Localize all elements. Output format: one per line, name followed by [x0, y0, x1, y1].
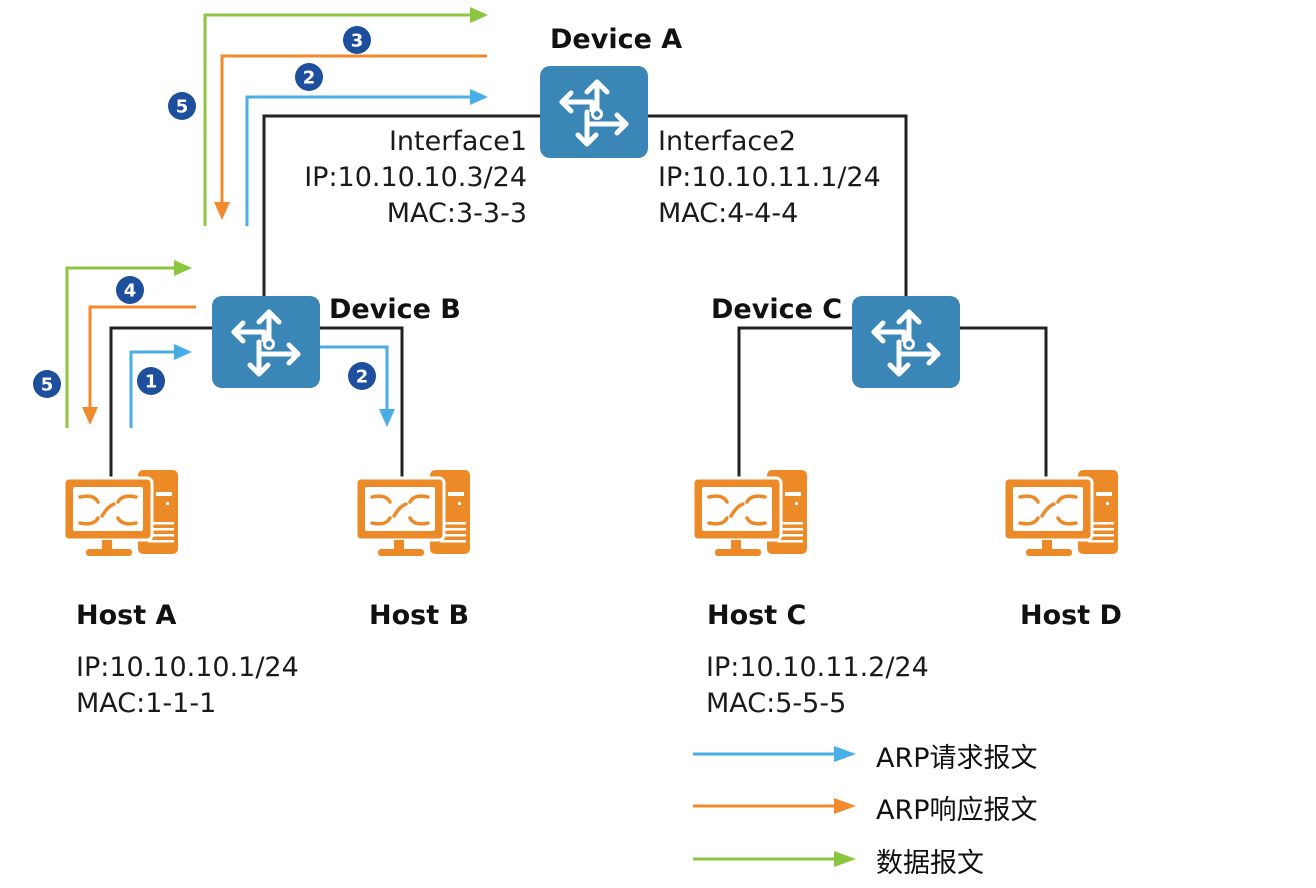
device-b-label: Device B [329, 294, 461, 325]
step-badge: 5 [168, 92, 196, 120]
flow-data-a-to-b [65, 266, 176, 428]
host-b-label: Host B [369, 600, 470, 631]
host-a-label: Host A [76, 600, 177, 631]
interface2-ip: IP:10.10.11.1/24 [658, 162, 881, 193]
step-badge: 4 [116, 276, 144, 304]
interface2-info: Interface2 IP:10.10.11.1/24 MAC:4-4-4 [658, 124, 881, 232]
flow-request-b-to-hostB [318, 345, 389, 412]
legend-swatch-data [693, 851, 856, 867]
svg-text:4: 4 [124, 281, 137, 302]
step-badge: 2 [348, 362, 376, 390]
arrowhead [470, 7, 488, 23]
arrowhead [379, 409, 395, 427]
legend-label-data: 数据报文 [876, 848, 984, 879]
host-c-pc-icon[interactable] [691, 468, 809, 558]
link-deviceC-hostD [958, 326, 1048, 478]
host-a-ip: IP:10.10.10.1/24 [76, 652, 299, 683]
interface1-info: Interface1 IP:10.10.10.3/24 MAC:3-3-3 [300, 124, 527, 232]
legend-label-arp-reply: ARP响应报文 [876, 795, 1038, 826]
host-a-info: IP:10.10.10.1/24 MAC:1-1-1 [76, 650, 299, 722]
flow-request-b-to-a [245, 95, 472, 226]
host-a-pc-icon[interactable] [62, 468, 180, 558]
arrowhead [214, 202, 230, 220]
host-b-pc-icon[interactable] [354, 468, 472, 558]
host-a-mac: MAC:1-1-1 [76, 688, 217, 719]
svg-text:5: 5 [41, 375, 54, 396]
device-c-router-icon[interactable] [852, 296, 960, 388]
host-d-label: Host D [1020, 600, 1122, 631]
interface1-name: Interface1 [388, 126, 527, 157]
flow-reply-b-to-a [88, 305, 196, 410]
interface1-ip: IP:10.10.10.3/24 [304, 162, 527, 193]
interface2-name: Interface2 [658, 126, 797, 157]
interface2-mac: MAC:4-4-4 [658, 198, 799, 229]
svg-text:2: 2 [303, 68, 316, 89]
svg-text:2: 2 [356, 367, 369, 388]
legend-label-arp-request: ARP请求报文 [876, 743, 1038, 774]
legend-swatch-arp-reply [693, 798, 856, 814]
arrowhead [82, 407, 98, 425]
device-a-router-icon[interactable] [540, 66, 648, 158]
host-c-mac: MAC:5-5-5 [706, 688, 847, 719]
flow-request-hostA-to-b [129, 350, 176, 428]
device-a-label: Device A [550, 24, 683, 55]
arrowhead [174, 344, 192, 360]
flow-reply-a-to-b [220, 54, 487, 205]
arrowhead [174, 260, 192, 276]
arrowhead [470, 89, 488, 105]
svg-text:5: 5 [176, 97, 189, 118]
device-c-label: Device C [711, 294, 843, 325]
device-b-router-icon[interactable] [212, 296, 320, 388]
host-d-pc-icon[interactable] [1002, 468, 1120, 558]
flow-data-b-to-a [203, 13, 472, 226]
step-badge: 1 [137, 367, 165, 395]
svg-text:3: 3 [351, 31, 364, 52]
link-deviceA-deviceB [262, 114, 540, 302]
link-deviceB-hostA [109, 326, 212, 478]
link-deviceC-hostC [737, 326, 852, 478]
host-c-info: IP:10.10.11.2/24 MAC:5-5-5 [706, 650, 929, 722]
svg-text:1: 1 [145, 372, 158, 393]
step-badge: 3 [343, 26, 371, 54]
step-badge: 5 [33, 370, 61, 398]
host-c-ip: IP:10.10.11.2/24 [706, 652, 929, 683]
legend-swatch-arp-request [693, 746, 856, 762]
host-c-label: Host C [707, 600, 807, 631]
link-deviceA-deviceC [645, 114, 908, 298]
step-badge: 2 [295, 63, 323, 91]
interface1-mac: MAC:3-3-3 [386, 198, 527, 229]
link-deviceB-hostB [318, 326, 404, 478]
